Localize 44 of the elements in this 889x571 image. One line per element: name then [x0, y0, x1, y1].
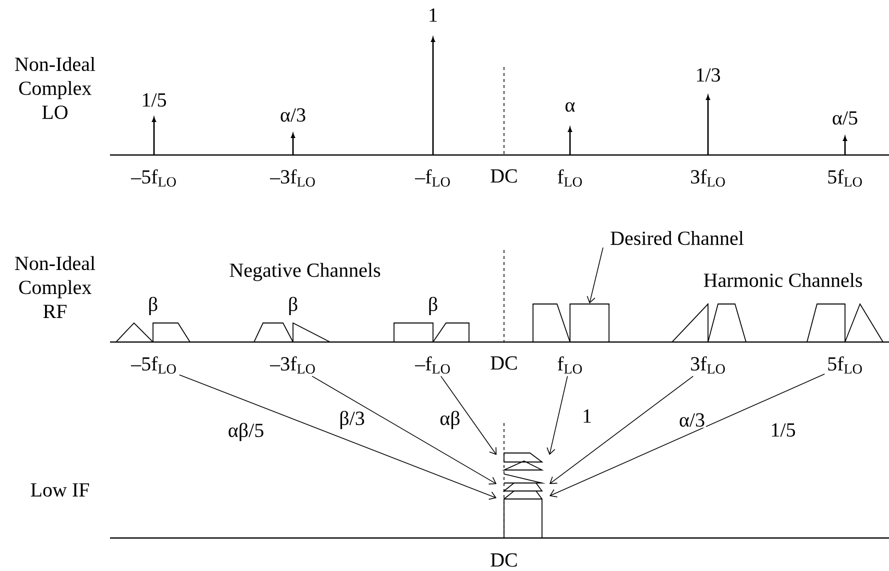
tick-label: –3f$_{LO}$	[270, 356, 315, 374]
callout-text: Desired Channel	[610, 230, 744, 246]
tick-label: –3f$_{LO}$	[270, 169, 315, 187]
tick-label: –f$_{LO}$	[414, 356, 450, 374]
arrow	[440, 376, 497, 455]
edge-label: β/3	[338, 410, 366, 430]
edge-label: αβ/5	[226, 422, 266, 442]
tick-label: –f$_{LO}$	[414, 169, 450, 187]
amplitude-label: 1	[430, 8, 437, 22]
arrow	[179, 374, 497, 500]
edge-label: 1/5	[769, 422, 797, 438]
tick-label: DC	[490, 553, 517, 567]
channel-spectrum	[570, 304, 610, 342]
edge-label: 1	[581, 408, 593, 424]
amplitude-label: α/5	[832, 111, 858, 125]
tick-label: f$_{LO}$	[558, 356, 582, 374]
row-label: Non-Ideal Complex RF	[15, 256, 96, 318]
arrow	[546, 376, 568, 455]
amplitude-label: β	[429, 296, 438, 316]
amplitude-label: 1/3	[696, 68, 720, 82]
amplitude-label: α/3	[280, 108, 306, 122]
amplitude-label: 1/5	[142, 93, 166, 107]
group-label: Negative Channels	[230, 262, 380, 282]
row-label: Non-Ideal Complex LO	[15, 56, 96, 120]
edge-label: α/3	[678, 412, 706, 428]
tick-label: –5f$_{LO}$	[130, 169, 176, 187]
arrow	[312, 376, 497, 484]
tick-label: DC	[490, 169, 517, 183]
tick-label: 3f$_{LO}$	[691, 356, 725, 374]
tick-label: 3f$_{LO}$	[691, 169, 725, 187]
arrow	[549, 376, 694, 484]
edge-label: αβ	[438, 410, 462, 430]
arrow	[549, 374, 825, 498]
amplitude-label: β	[289, 296, 298, 316]
group-label: Harmonic Channels	[704, 272, 862, 288]
leader-arrow	[586, 247, 604, 304]
amplitude-label: α	[566, 102, 575, 112]
tick-label: 5f$_{LO}$	[828, 169, 862, 187]
tick-label: DC	[490, 356, 517, 370]
row-label: Low IF	[30, 483, 89, 497]
tick-label: f$_{LO}$	[558, 169, 582, 187]
amplitude-label: β	[149, 296, 158, 316]
tick-label: 5f$_{LO}$	[828, 356, 862, 374]
tick-label: –5f$_{LO}$	[130, 356, 176, 374]
